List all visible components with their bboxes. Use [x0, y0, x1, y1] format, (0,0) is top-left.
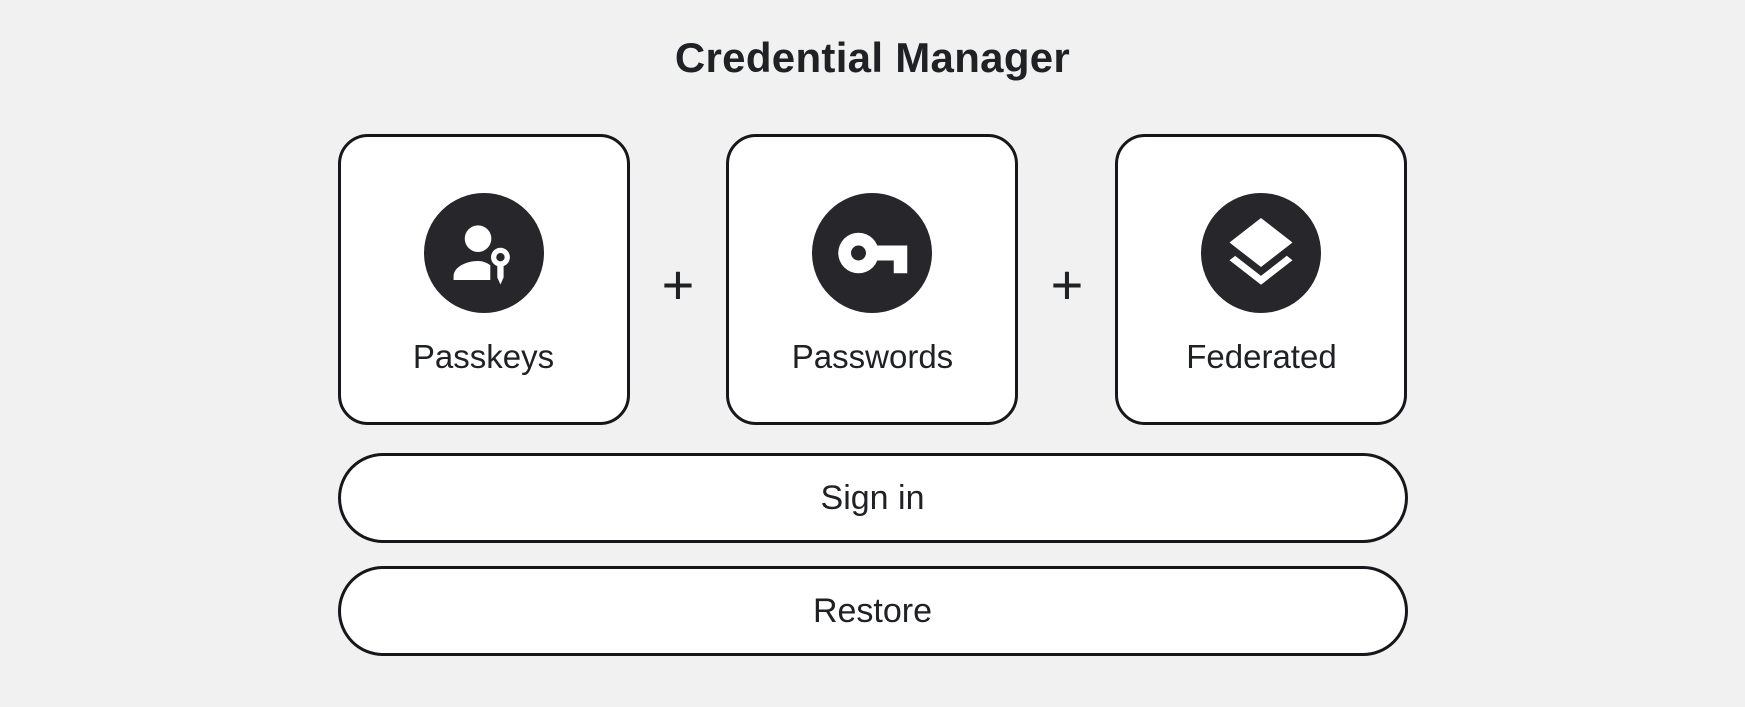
layers-icon	[1201, 193, 1322, 313]
card-passwords: Passwords	[726, 134, 1019, 425]
passkey-icon	[423, 193, 544, 313]
plus-separator: +	[1050, 252, 1084, 316]
credential-types-row: Passkeys + Passwords + Federated	[337, 134, 1408, 425]
plus-separator: +	[661, 252, 695, 316]
card-label-passwords: Passwords	[791, 338, 954, 375]
credential-manager-screen: Credential Manager Passkeys +	[337, 0, 1408, 656]
key-icon	[812, 193, 933, 313]
restore-button[interactable]: Restore	[337, 566, 1408, 656]
card-federated: Federated	[1115, 134, 1408, 425]
card-label-passkeys: Passkeys	[412, 338, 555, 375]
page-title: Credential Manager	[674, 34, 1071, 81]
card-passkeys: Passkeys	[337, 134, 630, 425]
card-label-federated: Federated	[1186, 338, 1337, 375]
sign-in-button[interactable]: Sign in	[337, 453, 1408, 543]
